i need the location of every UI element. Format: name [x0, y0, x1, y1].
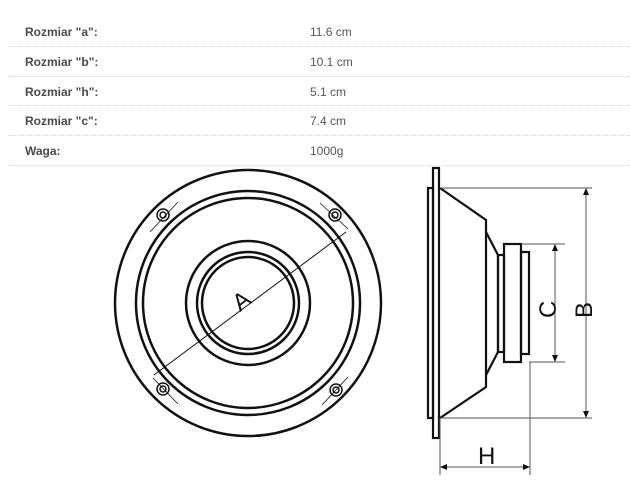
spec-label: Rozmiar "c":: [25, 114, 98, 129]
spec-label: Waga:: [25, 144, 61, 159]
spec-row-h: Rozmiar "h": 5.1 cm: [8, 77, 630, 107]
label-c: C: [535, 301, 562, 318]
spec-value: 7.4 cm: [310, 114, 347, 129]
arrowheads: [440, 188, 589, 470]
spec-value: 10.1 cm: [310, 54, 353, 69]
label-h: H: [478, 443, 495, 470]
spec-row-c: Rozmiar "c": 7.4 cm: [8, 106, 630, 137]
spec-label: Rozmiar "b":: [25, 54, 99, 69]
side-view: [426, 166, 531, 440]
label-a: A: [227, 286, 256, 317]
spec-row-weight: Waga: 1000g: [8, 136, 630, 166]
spec-row-a: Rozmiar "a": 11.6 cm: [8, 17, 630, 47]
spec-value: 1000g: [310, 144, 344, 159]
spec-value: 11.6 cm: [310, 25, 352, 39]
spec-label: Rozmiar "h":: [25, 84, 99, 99]
dimension-a-line: [153, 231, 347, 376]
spec-value: 5.1 cm: [310, 84, 347, 99]
label-b: B: [571, 302, 598, 318]
spec-label: Rozmiar "a":: [25, 25, 98, 39]
front-view: [113, 168, 383, 438]
spec-table: Rozmiar "a":11.6 cm Rozmiar "b":10.1 cm …: [8, 17, 630, 166]
dimension-lines: [439, 187, 592, 475]
spec-row-b: Rozmiar "b": 10.1 cm: [8, 47, 630, 77]
screw-icons: [149, 201, 349, 406]
